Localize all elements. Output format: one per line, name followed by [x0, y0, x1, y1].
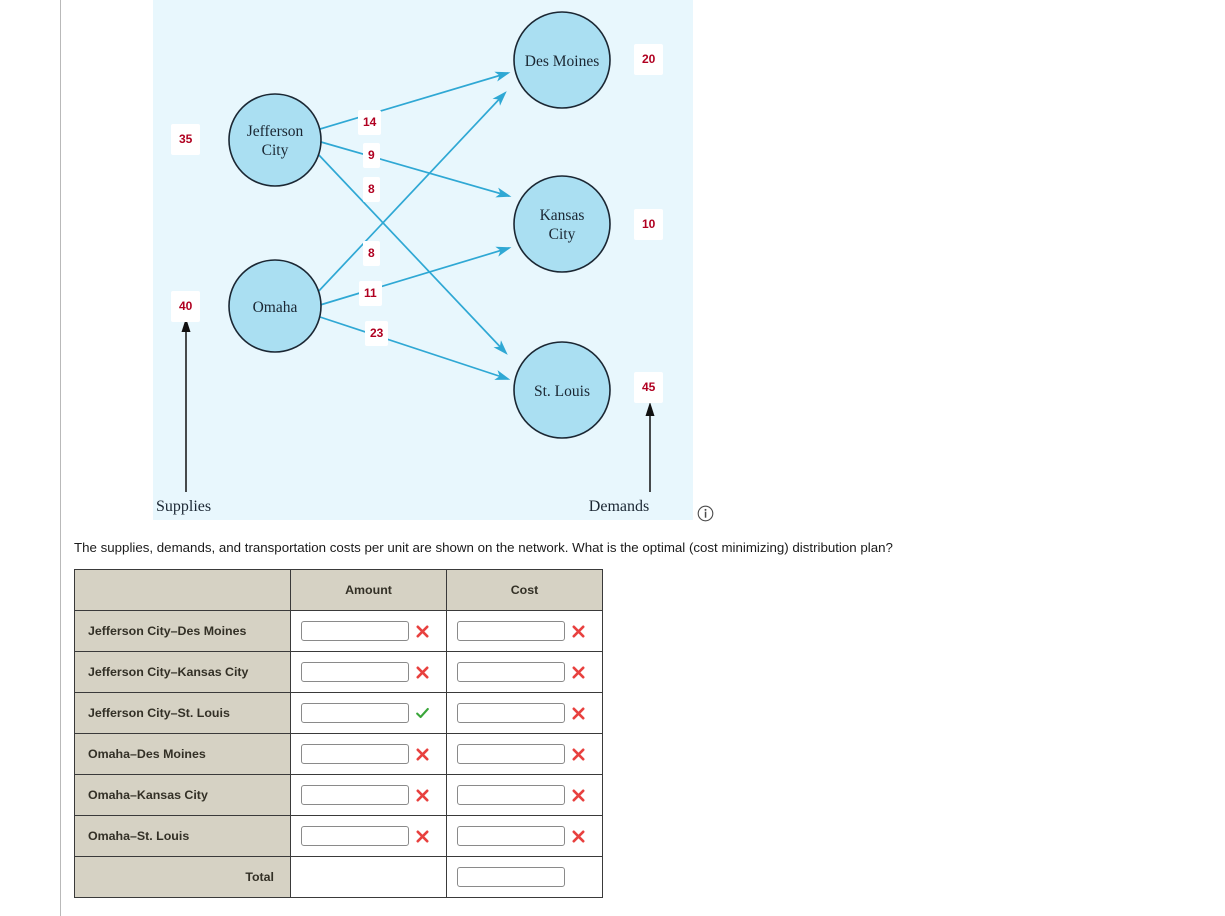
cost-cell — [446, 610, 603, 652]
cost-status-incorrect-icon — [572, 666, 585, 679]
network-diagram: Jefferson City Omaha Des Moines Kansas C… — [153, 0, 693, 520]
total-cost-input[interactable] — [457, 867, 565, 887]
row-label: Jefferson City–Des Moines — [74, 610, 291, 652]
page-divider — [60, 0, 61, 916]
edge-jefferson-city-des-moines — [319, 71, 511, 130]
cost-status-incorrect-icon — [572, 707, 585, 720]
amount-cell — [290, 651, 447, 693]
amount-input-5[interactable] — [301, 826, 409, 846]
cost-input-3[interactable] — [457, 744, 565, 764]
row-label: Jefferson City–St. Louis — [74, 692, 291, 734]
cost-input-0[interactable] — [457, 621, 565, 641]
total-cost-cell — [446, 856, 603, 898]
node-jefferson-city-line2: City — [262, 142, 289, 159]
table-row: Omaha–St. Louis — [74, 815, 603, 857]
cost-badge-jefferson-city-des-moines: 14 — [358, 110, 382, 135]
edge-omaha-kansas-city — [319, 246, 512, 306]
table-row: Jefferson City–Kansas City — [74, 651, 603, 693]
cost-cell — [446, 651, 603, 693]
amount-input-4[interactable] — [301, 785, 409, 805]
cost-badge-omaha-kansas-city: 11 — [359, 281, 382, 306]
table-row: Omaha–Kansas City — [74, 774, 603, 816]
cost-cell — [446, 774, 603, 816]
cost-cell — [446, 815, 603, 857]
amount-status-incorrect-icon — [416, 830, 429, 843]
cost-cell — [446, 733, 603, 775]
supply-badge-omaha: 40 — [171, 291, 201, 322]
amount-status-incorrect-icon — [416, 666, 429, 679]
node-kansas-city[interactable]: Kansas City — [513, 175, 611, 273]
row-label: Jefferson City–Kansas City — [74, 651, 291, 693]
demands-arrow — [645, 402, 655, 492]
total-label: Total — [74, 856, 291, 898]
node-des-moines-line1: Des Moines — [525, 53, 599, 70]
cost-status-incorrect-icon — [572, 830, 585, 843]
node-des-moines[interactable]: Des Moines — [513, 11, 611, 109]
table-row: Jefferson City–Des Moines — [74, 610, 603, 652]
cost-badge-omaha-des-moines: 8 — [363, 241, 380, 266]
edge-omaha-st-louis — [319, 316, 511, 380]
total-amount-cell — [290, 856, 447, 898]
cost-input-2[interactable] — [457, 703, 565, 723]
supply-badge-jefferson-city: 35 — [171, 124, 201, 155]
table-row: Jefferson City–St. Louis — [74, 692, 603, 734]
cost-status-incorrect-icon — [572, 748, 585, 761]
row-label: Omaha–Des Moines — [74, 733, 291, 775]
edge-jefferson-city-kansas-city — [320, 141, 512, 198]
node-st-louis-line1: St. Louis — [534, 383, 590, 400]
cost-status-incorrect-icon — [572, 625, 585, 638]
cost-input-4[interactable] — [457, 785, 565, 805]
table-total-row: Total — [74, 856, 603, 898]
cost-input-1[interactable] — [457, 662, 565, 682]
node-jefferson-city-line1: Jefferson — [247, 123, 304, 140]
amount-status-incorrect-icon — [416, 748, 429, 761]
supplies-label: Supplies — [156, 498, 211, 515]
cost-input-5[interactable] — [457, 826, 565, 846]
header-amount: Amount — [290, 569, 447, 611]
table-header-row: Amount Cost — [74, 569, 603, 611]
header-cost: Cost — [446, 569, 603, 611]
amount-input-0[interactable] — [301, 621, 409, 641]
cost-badge-jefferson-city-st-louis: 8 — [363, 177, 380, 202]
edge-jefferson-city-st-louis — [316, 152, 508, 355]
amount-input-3[interactable] — [301, 744, 409, 764]
node-kansas-city-line2: City — [549, 226, 576, 243]
network-diagram-svg: Jefferson City Omaha Des Moines Kansas C… — [156, 11, 655, 515]
table-row: Omaha–Des Moines — [74, 733, 603, 775]
demand-badge-kansas-city: 10 — [634, 209, 664, 240]
cost-cell — [446, 692, 603, 734]
question-text: The supplies, demands, and transportatio… — [74, 540, 893, 555]
cost-badge-jefferson-city-kansas-city: 9 — [363, 143, 380, 168]
supplies-arrow — [181, 318, 191, 492]
amount-status-incorrect-icon — [416, 625, 429, 638]
demand-badge-des-moines: 20 — [634, 44, 664, 75]
node-st-louis[interactable]: St. Louis — [513, 341, 611, 439]
node-kansas-city-line1: Kansas — [540, 207, 585, 224]
header-blank — [74, 569, 291, 611]
amount-cell — [290, 610, 447, 652]
amount-input-1[interactable] — [301, 662, 409, 682]
amount-status-correct-icon — [416, 707, 429, 720]
info-circle-icon[interactable] — [697, 505, 714, 522]
node-omaha-line1: Omaha — [253, 299, 298, 316]
cost-status-incorrect-icon — [572, 789, 585, 802]
amount-cell — [290, 733, 447, 775]
demand-badge-st-louis: 45 — [634, 372, 664, 403]
amount-cell — [290, 692, 447, 734]
amount-cell — [290, 815, 447, 857]
node-jefferson-city[interactable]: Jefferson City — [228, 93, 322, 187]
amount-cell — [290, 774, 447, 816]
demands-label: Demands — [589, 498, 649, 515]
amount-status-incorrect-icon — [416, 789, 429, 802]
node-omaha[interactable]: Omaha — [228, 259, 322, 353]
cost-badge-omaha-st-louis: 23 — [365, 321, 389, 346]
edge-omaha-des-moines — [315, 91, 507, 295]
amount-input-2[interactable] — [301, 703, 409, 723]
row-label: Omaha–St. Louis — [74, 815, 291, 857]
row-label: Omaha–Kansas City — [74, 774, 291, 816]
